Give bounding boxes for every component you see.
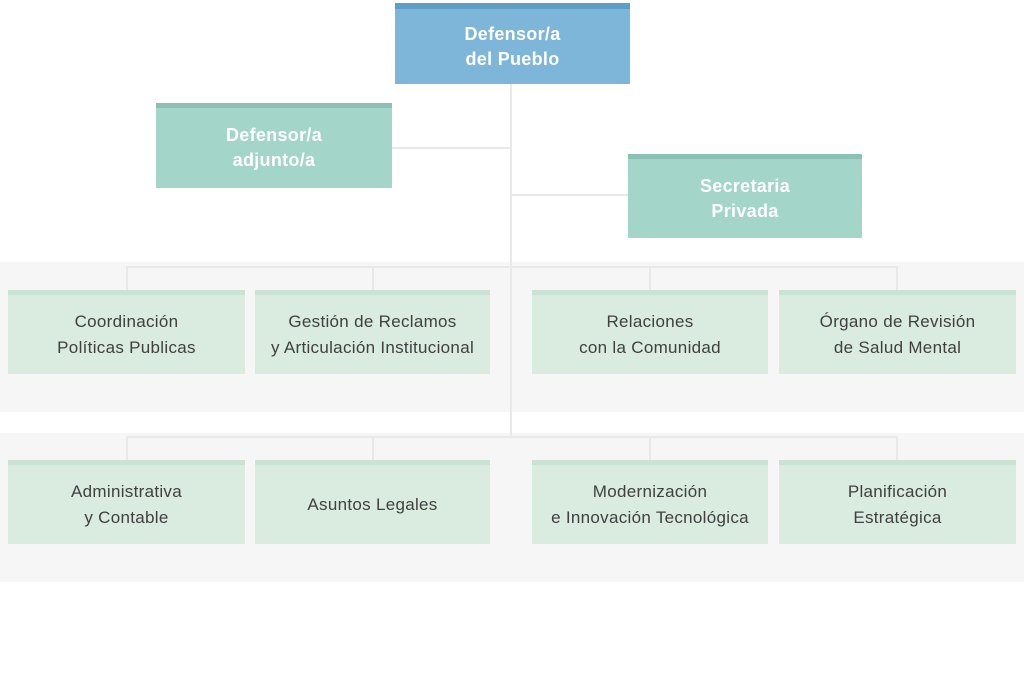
connector-row1-stub-1 (126, 268, 128, 290)
connector-row1-stub-4 (896, 268, 898, 290)
org-node-modernizacion-innovacion-tecnologica: Modernización e Innovación Tecnológica (532, 460, 768, 544)
org-node-organo-de-revision-salud-mental: Órgano de Revisión de Salud Mental (779, 290, 1016, 374)
org-node-defensor-del-pueblo: Defensor/a del Pueblo (395, 3, 630, 84)
connector-row2-stub-4 (896, 438, 898, 460)
org-node-secretaria-privada: Secretaria Privada (628, 154, 862, 238)
connector-row2-horizontal (126, 436, 898, 438)
connector-deputy (392, 147, 510, 149)
connector-row2-stub-3 (649, 438, 651, 460)
org-node-defensor-adjunto: Defensor/a adjunto/a (156, 103, 392, 188)
connector-row1-horizontal (126, 266, 898, 268)
org-node-asuntos-legales: Asuntos Legales (255, 460, 490, 544)
connector-row1-stub-2 (372, 268, 374, 290)
org-node-planificacion-estrategica: Planificación Estratégica (779, 460, 1016, 544)
connector-row1-stub-3 (649, 268, 651, 290)
org-node-gestion-de-reclamos: Gestión de Reclamos y Articulación Insti… (255, 290, 490, 374)
org-node-relaciones-con-la-comunidad: Relaciones con la Comunidad (532, 290, 768, 374)
org-node-administrativa-y-contable: Administrativa y Contable (8, 460, 245, 544)
connector-private-secretary (512, 194, 628, 196)
org-node-coordinacion-politicas-publicas: Coordinación Políticas Publicas (8, 290, 245, 374)
connector-row2-stub-1 (126, 438, 128, 460)
connector-row2-stub-2 (372, 438, 374, 460)
connector-trunk (510, 84, 512, 437)
